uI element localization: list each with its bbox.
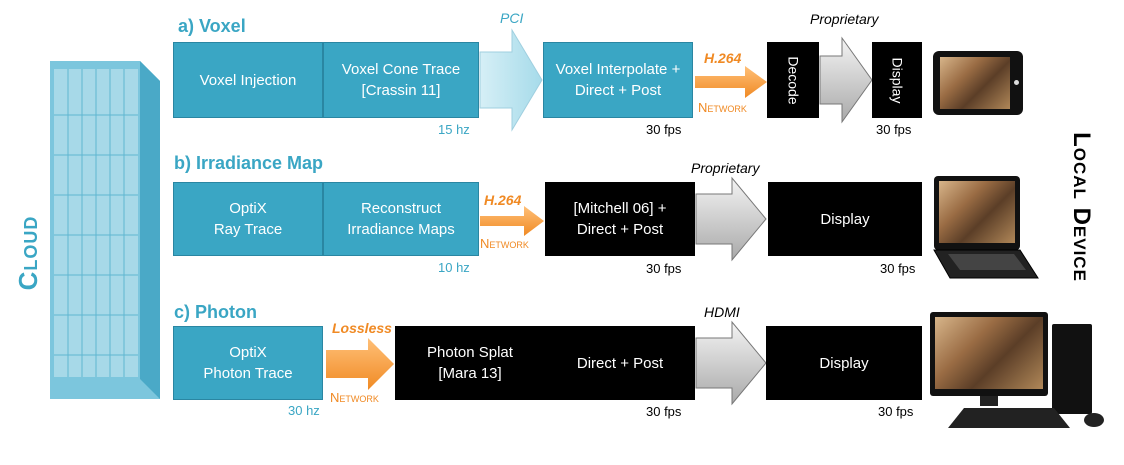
voxel-decode-box: Decode — [767, 42, 819, 118]
voxel-interpolate-box: Voxel Interpolate + Direct + Post — [543, 42, 693, 118]
server-rack-icon — [50, 61, 160, 399]
photon-lossless-arrow — [326, 338, 394, 390]
desktop-pc-icon — [930, 310, 1110, 438]
voxel-pci-arrow — [479, 28, 543, 132]
photon-splat-line1: Photon Splat — [427, 344, 513, 361]
voxel-cone-trace-line1: Voxel Cone Trace — [341, 61, 461, 78]
voxel-pci-label: PCI — [500, 10, 524, 26]
photon-splat-line2: [Mara 13] — [438, 365, 502, 382]
irradiance-h264-label: H.264 — [484, 192, 522, 208]
monitor-screen — [935, 317, 1043, 389]
pc-tower — [1052, 324, 1092, 414]
voxel-cloud-rate: 15 hz — [438, 122, 470, 137]
irradiance-network-label: Network — [480, 236, 529, 251]
photon-lossless-label: Lossless — [332, 320, 392, 336]
photon-local-rate: 30 fps — [646, 404, 682, 419]
voxel-network-label: Network — [698, 100, 747, 115]
irradiance-display-box: Display — [768, 182, 922, 256]
optix-photon-trace-line2: Photon Trace — [203, 365, 293, 382]
reconstruct-irradiance-box: Reconstruct Irradiance Maps — [323, 182, 479, 256]
irradiance-section-title: b) Irradiance Map — [174, 153, 324, 173]
cloud-label: Cloud — [13, 215, 43, 291]
voxel-injection-label: Voxel Injection — [199, 71, 297, 89]
photon-splat-box: Photon Splat [Mara 13] — [395, 326, 545, 400]
voxel-injection-box: Voxel Injection — [173, 42, 323, 118]
irradiance-proprietary-arrow — [695, 176, 767, 262]
laptop-lid — [934, 176, 1020, 250]
mitchell-box: [Mitchell 06] + Direct + Post — [545, 182, 695, 256]
photon-network-label: Network — [330, 390, 379, 405]
voxel-display-rate: 30 fps — [876, 122, 912, 137]
photon-direct-post-box: Direct + Post — [545, 326, 695, 400]
local-device-label: Local Device — [1068, 132, 1095, 282]
photon-display-rate: 30 fps — [878, 404, 914, 419]
voxel-display-label: Display — [889, 57, 906, 103]
mitchell-line1: [Mitchell 06] + — [573, 200, 667, 217]
irradiance-h264-arrow — [480, 206, 544, 236]
irradiance-cloud-rate: 10 hz — [438, 260, 470, 275]
optix-ray-trace-line2: Ray Trace — [213, 221, 283, 238]
voxel-decode-label: Decode — [785, 55, 802, 105]
voxel-proprietary-label: Proprietary — [810, 11, 879, 27]
reconstruct-irradiance-line2: Irradiance Maps — [347, 221, 455, 238]
photon-display-label: Display — [819, 354, 869, 372]
voxel-h264-arrow — [695, 66, 767, 98]
irradiance-display-label: Display — [820, 210, 870, 228]
voxel-interpolate-line2: Direct + Post — [574, 82, 662, 99]
tablet-screen — [940, 57, 1010, 109]
optix-photon-trace-line1: OptiX — [229, 344, 267, 361]
photon-hdmi-arrow — [695, 320, 767, 406]
voxel-cone-trace-box: Voxel Cone Trace [Crassin 11] — [323, 42, 479, 118]
photon-cloud-rate: 30 hz — [288, 403, 320, 418]
voxel-proprietary-arrow — [819, 36, 873, 124]
reconstruct-irradiance-line1: Reconstruct — [360, 200, 442, 217]
laptop-base — [933, 249, 1039, 279]
monitor — [930, 312, 1048, 396]
laptop-icon — [930, 176, 1040, 282]
tablet-home-button — [1014, 80, 1019, 85]
laptop-screen — [939, 181, 1015, 243]
server-rack — [44, 55, 164, 405]
voxel-interpolate-line1: Voxel Interpolate + — [555, 61, 681, 78]
voxel-local-rate: 30 fps — [646, 122, 682, 137]
irradiance-proprietary-label: Proprietary — [691, 160, 760, 176]
photon-section-title: c) Photon — [174, 302, 257, 322]
monitor-stand — [980, 396, 998, 406]
keyboard-mouse — [948, 408, 1104, 428]
optix-ray-trace-box: OptiX Ray Trace — [173, 182, 323, 256]
photon-hdmi-label: HDMI — [704, 304, 740, 320]
photon-display-box: Display — [766, 326, 922, 400]
mitchell-line2: Direct + Post — [576, 221, 664, 238]
photon-direct-post-label: Direct + Post — [576, 354, 664, 372]
optix-photon-trace-box: OptiX Photon Trace — [173, 326, 323, 400]
voxel-section-title: a) Voxel — [178, 16, 246, 36]
irradiance-local-rate: 30 fps — [646, 261, 682, 276]
voxel-h264-label: H.264 — [704, 50, 742, 66]
optix-ray-trace-line1: OptiX — [229, 200, 267, 217]
irradiance-display-rate: 30 fps — [880, 261, 916, 276]
tablet-icon — [933, 51, 1023, 115]
voxel-cone-trace-line2: [Crassin 11] — [361, 82, 441, 99]
voxel-display-box: Display — [872, 42, 922, 118]
